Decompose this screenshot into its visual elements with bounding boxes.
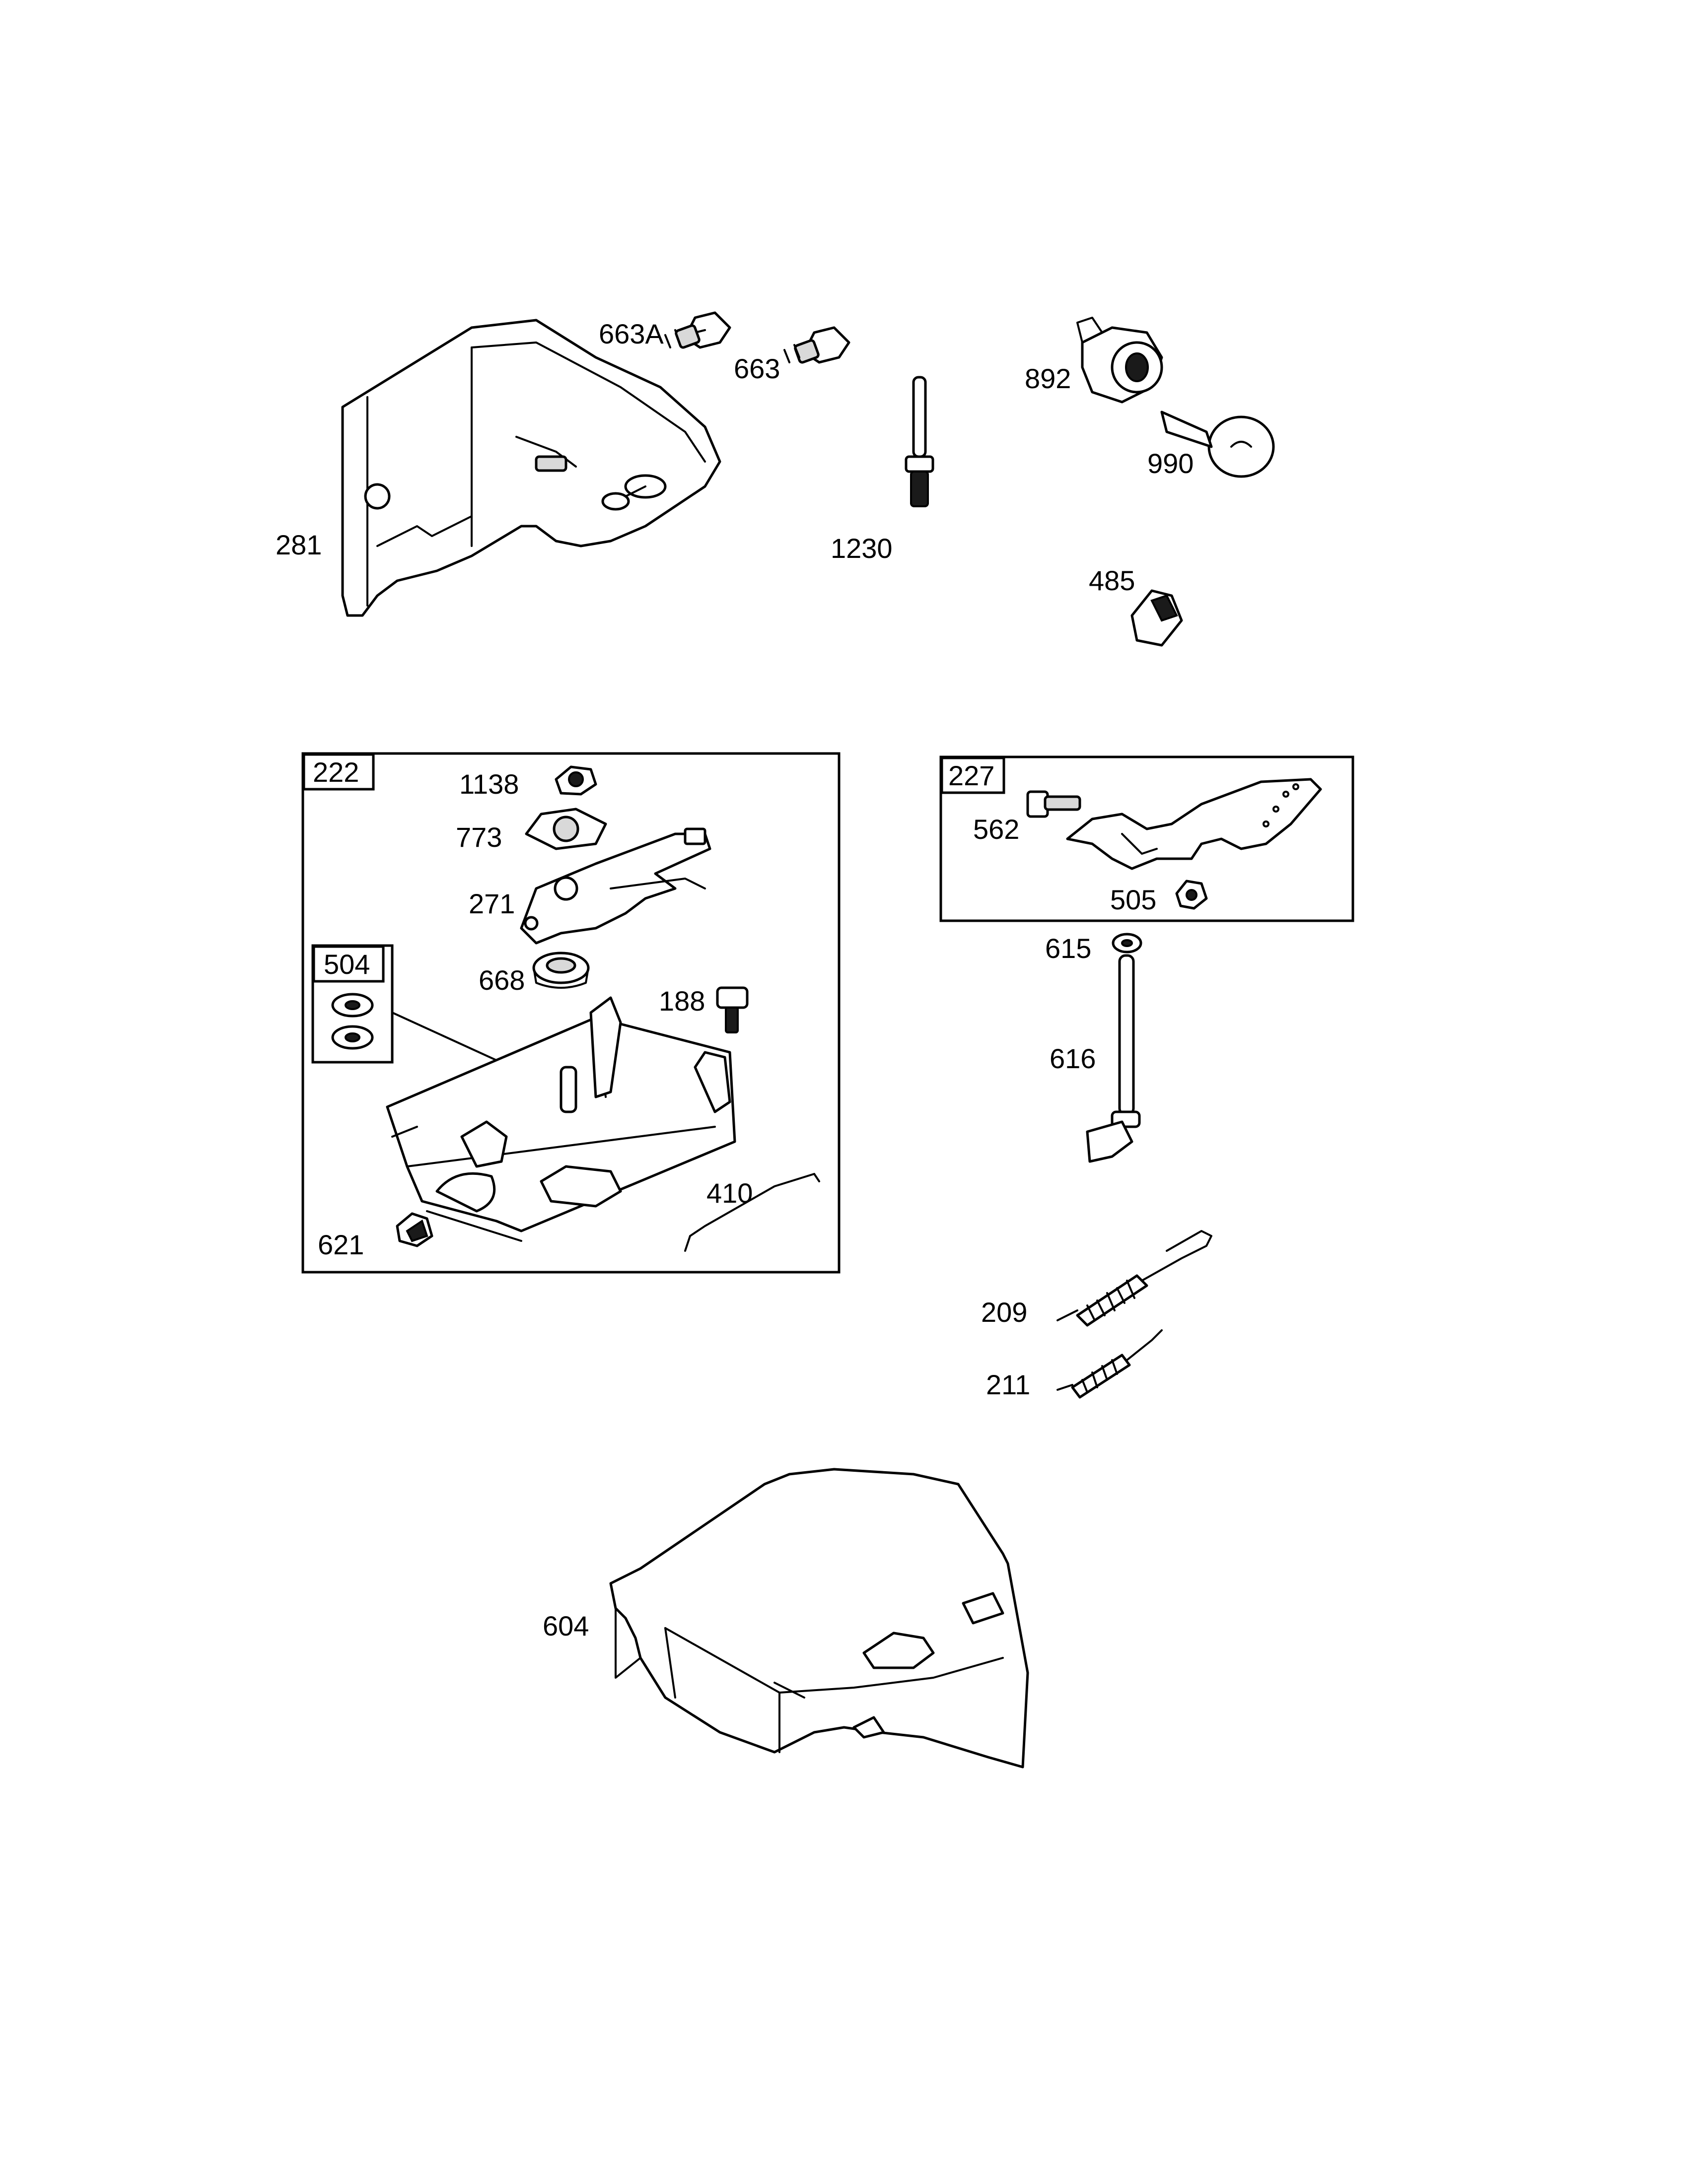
callout-1138: 1138	[459, 768, 519, 800]
control-lever-271	[520, 827, 711, 945]
assembly-box-222	[301, 752, 841, 1274]
clip-485	[1130, 589, 1183, 647]
blower-housing-281	[341, 319, 721, 617]
spring-209	[1056, 1230, 1212, 1327]
bolt-188	[716, 986, 749, 1033]
washer-773	[525, 808, 607, 850]
governor-link-410	[684, 1173, 820, 1252]
callout-271: 271	[469, 888, 515, 919]
callout-668: 668	[479, 964, 525, 996]
bushing-668	[532, 952, 590, 989]
callout-1230: 1230	[831, 533, 893, 564]
callout-281: 281	[276, 529, 322, 560]
assembly-box-227	[939, 755, 1354, 922]
callout-990: 990	[1147, 448, 1194, 479]
bolt-562	[1026, 790, 1081, 818]
callout-410: 410	[706, 1177, 753, 1209]
cylinder-shield-604	[609, 1468, 1029, 1769]
screw-663a	[664, 311, 731, 349]
throttle-lever-bracket	[1066, 778, 1322, 870]
callout-222: 222	[313, 756, 359, 788]
stud-1230	[905, 376, 934, 507]
callout-615: 615	[1045, 933, 1091, 964]
callout-211: 211	[986, 1369, 1030, 1400]
callout-209: 209	[981, 1297, 1027, 1328]
governor-shaft-616	[1086, 954, 1141, 1163]
clip-621	[396, 1212, 433, 1247]
callout-505: 505	[1110, 884, 1156, 915]
callout-604: 604	[543, 1610, 589, 1641]
callout-663a: 663A	[599, 318, 664, 349]
callout-227: 227	[948, 760, 994, 791]
callout-616: 616	[1050, 1043, 1096, 1074]
callout-504: 504	[324, 949, 370, 980]
washer-615	[1112, 933, 1142, 954]
key-990	[1160, 410, 1275, 478]
washer-kit-504	[311, 944, 567, 1093]
control-bracket-base	[386, 996, 736, 1242]
ignition-switch-892	[1076, 317, 1163, 404]
callout-773: 773	[456, 821, 502, 853]
spring-211	[1056, 1329, 1163, 1399]
callout-562: 562	[973, 814, 1019, 845]
callout-485: 485	[1089, 565, 1135, 596]
callout-663: 663	[734, 353, 780, 384]
screw-663	[783, 326, 850, 364]
callout-892: 892	[1025, 363, 1071, 394]
callout-621: 621	[318, 1229, 364, 1260]
nut-505	[1175, 880, 1208, 910]
nut-1138	[555, 765, 597, 796]
callout-188: 188	[659, 985, 705, 1017]
